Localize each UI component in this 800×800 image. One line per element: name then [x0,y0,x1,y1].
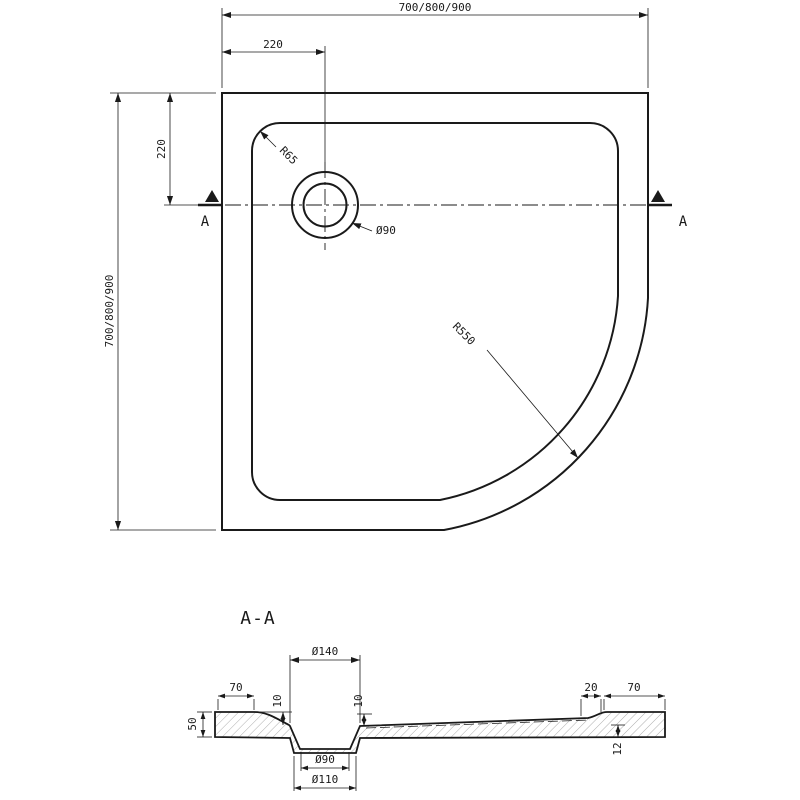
dim-top-width-label: 700/800/900 [399,1,472,14]
dim-drain-offset-y: 220 [155,93,198,206]
section-profile [214,711,666,754]
dim-drain-offset-x: 220 [222,38,325,56]
dim-edge-inset-label: 20 [584,681,597,694]
tray-inner-contour [251,122,619,501]
leader-drain-diameter: Ø90 [351,222,396,237]
section-arrow-right-icon [651,190,665,202]
dim-left-height-label: 700/800/900 [103,275,116,348]
section-arrow-left-icon [205,190,219,202]
dim-height-left-label: 50 [186,717,199,730]
dim-height-left: 50 [186,711,212,738]
dim-drain-bottom-diameter: Ø110 [293,756,357,791]
main-radius-label: R550 [450,320,478,348]
dim-step-left: 10 [254,694,292,725]
dim-height-right: 12 [611,724,625,756]
dim-edge-inset: 20 [580,681,602,716]
section-view: A-A Ø140 70 10 10 [186,608,666,791]
dim-drain-top-diameter-label: Ø140 [312,645,339,658]
dim-drain-mid-diameter-label: Ø90 [315,753,335,766]
section-label-left: A [201,214,210,230]
dim-drain-offset-x-label: 220 [263,38,283,51]
dim-step-right: 10 [352,694,372,726]
dim-left-height: 700/800/900 [103,92,216,531]
tray-outer-contour [221,92,649,531]
dim-flange-left: 70 [217,681,255,710]
dim-drain-mid-diameter: Ø90 [300,752,350,771]
section-label-right: A [679,214,688,230]
dim-step-left-label: 10 [271,694,284,707]
dim-flange-right: 70 [603,681,666,710]
dim-flange-right-label: 70 [627,681,640,694]
dim-step-right-label: 10 [352,694,365,707]
dim-drain-top-diameter: Ø140 [289,645,361,723]
dim-drain-offset-y-label: 220 [155,139,168,159]
dim-top-width: 700/800/900 [221,1,649,88]
leader-main-radius: R550 [450,320,579,459]
drain-diameter-label: Ø90 [376,224,396,237]
dim-flange-left-label: 70 [229,681,242,694]
section-hidden-edge [365,719,591,729]
leader-corner-radius: R65 [259,130,300,167]
top-view: A A 700/800/900 220 700/800/900 22 [103,1,688,531]
dim-height-right-label: 12 [611,742,624,755]
corner-radius-label: R65 [277,144,300,167]
dim-drain-bottom-diameter-label: Ø110 [312,773,339,786]
section-title: A-A [240,608,276,629]
